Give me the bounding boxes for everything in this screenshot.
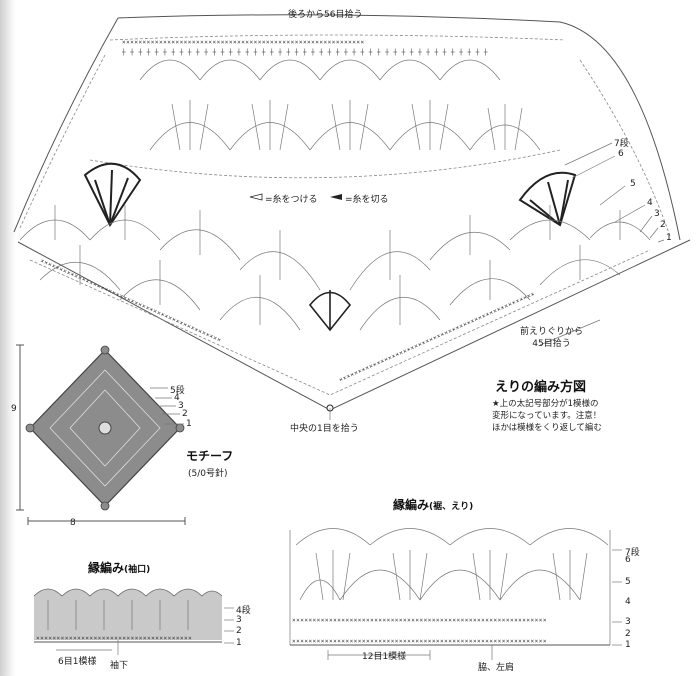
legend-cut-label: =糸を切る <box>345 195 389 205</box>
sleeve-row-3: 3 <box>236 615 242 625</box>
front-pickup-label: 前えりぐりから 45目拾う <box>520 327 584 349</box>
motif-title: モチーフ <box>186 449 234 463</box>
motif-row-4: 4 <box>174 393 180 403</box>
motif-row-2: 2 <box>182 409 188 419</box>
legend-attach-label: =糸をつける <box>265 195 318 205</box>
collar-top-pickup-label: 後ろから56目拾う <box>288 10 363 20</box>
attach-yarn-arrow <box>249 193 263 201</box>
bold-fan-left <box>83 162 142 227</box>
svg-text:┼ ┼ ┼ ┼ ┼ ┼ ┼ ┼ ┼ ┼ ┼ ┼ ┼ ┼ ┼: ┼ ┼ ┼ ┼ ┼ ┼ ┼ ┼ ┼ ┼ ┼ ┼ ┼ ┼ ┼ ┼ ┼ ┼ ┼ ┼ … <box>121 48 488 56</box>
collar-row-2: 2 <box>660 220 666 230</box>
motif-row-1: 1 <box>186 419 192 429</box>
svg-text:××××××××××××××××××××××××××××××: ××××××××××××××××××××××××××××××××××××××××… <box>292 638 547 645</box>
motif-hook-size: (5/0号針) <box>188 469 228 479</box>
hem-row-5: 5 <box>625 577 631 587</box>
collar-diagram-title: えりの編み方図 <box>495 380 587 395</box>
hem-row-3: 3 <box>625 617 631 627</box>
collar-outer-curve <box>117 14 681 241</box>
collar-row-4: 4 <box>647 198 653 208</box>
sleeve-repeat-label: 6目1模様 <box>58 657 97 667</box>
hem-repeat-label: 12目1模様 <box>362 652 407 662</box>
hem-fan-row <box>295 528 609 601</box>
svg-text:××××××××××××××××××××××××××××××: ××××××××××××××××××××××××××××××××××××××××… <box>122 39 365 46</box>
center-bold-motif <box>308 290 352 332</box>
motif-row-3: 3 <box>178 401 184 411</box>
motif-height-label: 9 <box>11 404 17 414</box>
center-pickup-label: 中央の1目を拾う <box>290 424 359 434</box>
bold-fan-right <box>518 171 577 227</box>
collar-row-7: 7段 <box>614 139 629 149</box>
collar-row-1: 1 <box>666 233 672 243</box>
sleeve-row-2: 2 <box>236 626 242 636</box>
collar-left-curve <box>13 17 119 233</box>
svg-text:××××××××××××××××××××××××××××××: ××××××××××××××××××××××××××××××××××××××××… <box>292 617 547 624</box>
cut-yarn-arrow <box>330 194 342 200</box>
hem-row-4: 4 <box>625 597 631 607</box>
book-spine-shadow <box>0 0 16 676</box>
sleeve-row-4: 4段 <box>236 606 251 616</box>
hem-edging-title: 縁編み(裾、えり) <box>393 498 474 512</box>
motif-row-5: 5段 <box>170 386 185 396</box>
motif-width-label: 8 <box>70 518 76 528</box>
hem-row-6: 6 <box>625 555 631 565</box>
collar-row-3: 3 <box>654 209 660 219</box>
collar-row-6: 6 <box>618 149 624 159</box>
sleeve-underarm-label: 袖下 <box>110 661 129 671</box>
collar-row-5: 5 <box>630 179 636 189</box>
hem-side-label: 脇、左肩 <box>478 663 515 673</box>
svg-text:××××××××××××××××××××××××××××××: ×××××××××××××××××××××××××××××××××××××× <box>36 635 192 642</box>
sleeve-row-1: 1 <box>236 638 242 648</box>
hem-row-2: 2 <box>625 629 631 639</box>
sleeve-edging-title: 縁編み(袖口) <box>88 561 151 575</box>
collar-note: ★上の太記号部分が1模様の 変形になっています。注意！ ほかは模様をくり返して編… <box>492 399 602 433</box>
hem-row-1: 1 <box>625 640 631 650</box>
hem-row-7: 7段 <box>625 548 640 558</box>
